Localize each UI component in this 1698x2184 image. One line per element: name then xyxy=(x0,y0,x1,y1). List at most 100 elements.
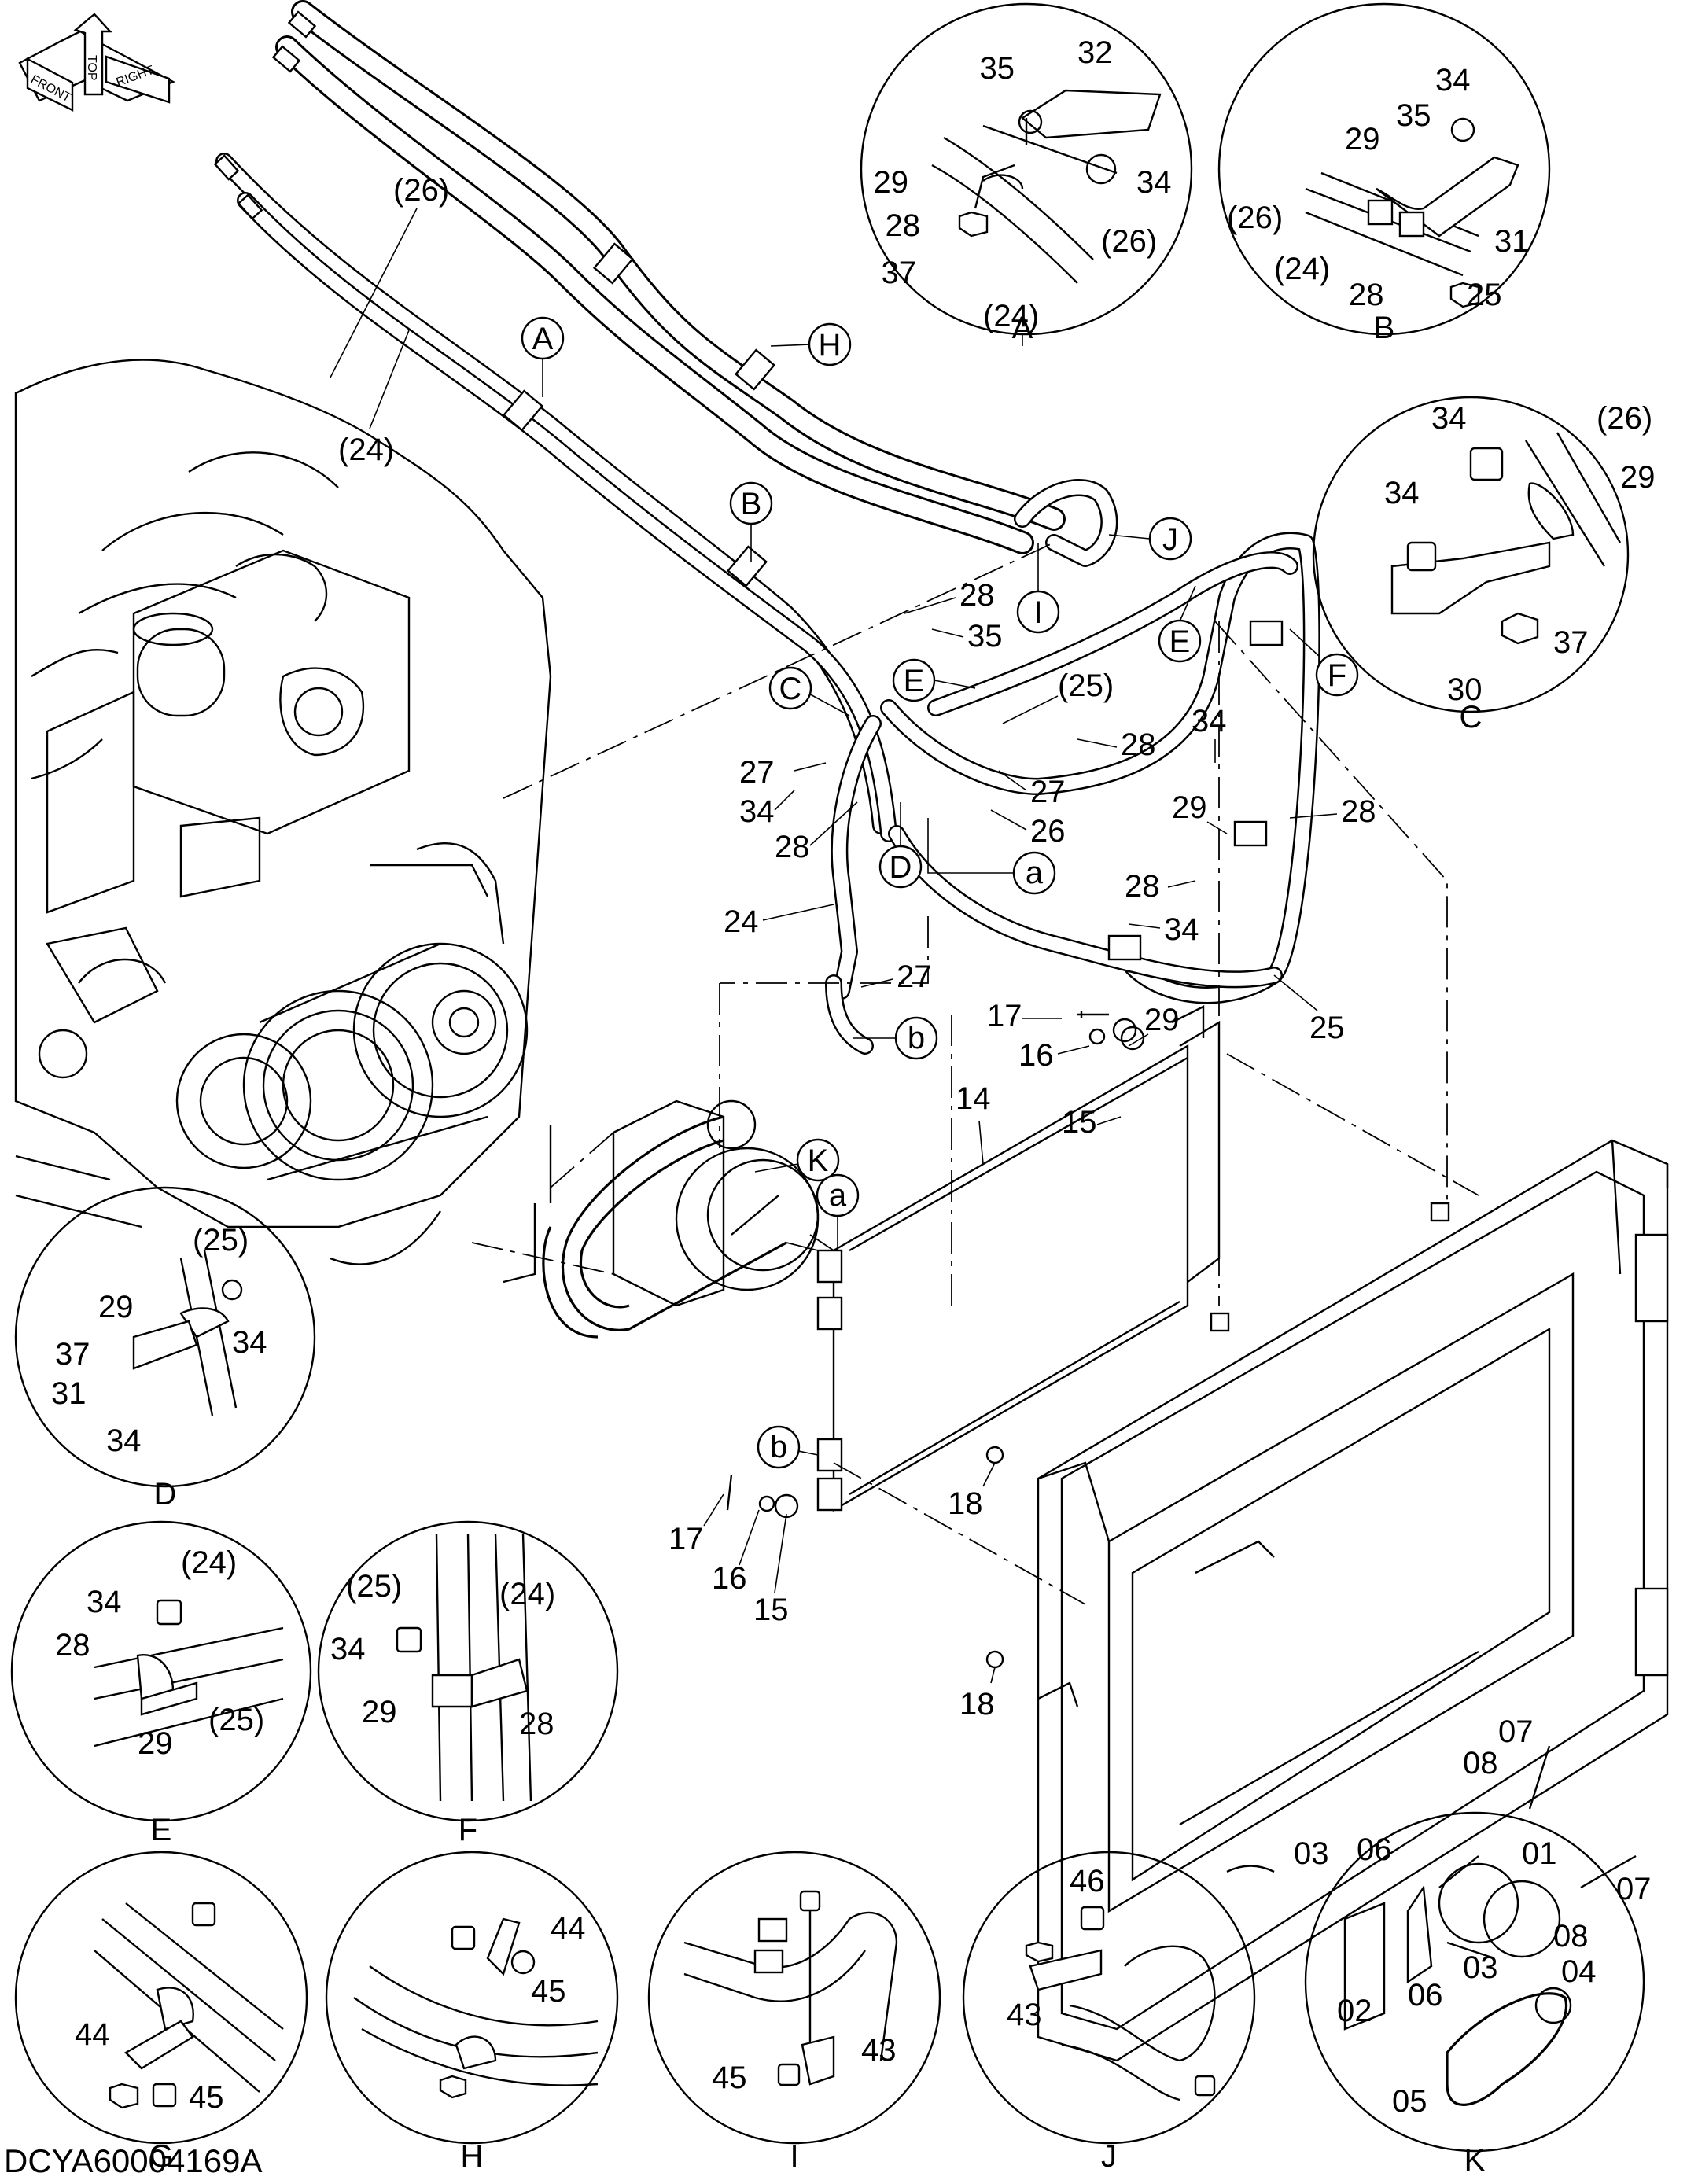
svg-text:29: 29 xyxy=(98,1290,134,1324)
svg-text:H: H xyxy=(819,328,842,363)
detail-view-letter: F xyxy=(459,1813,477,1847)
callout-A: A xyxy=(521,316,565,397)
svg-text:(25): (25) xyxy=(346,1569,402,1604)
part-label: (25) xyxy=(1058,668,1114,703)
detail-view-letter: K xyxy=(1464,2143,1486,2178)
svg-text:30: 30 xyxy=(1447,672,1483,707)
callout-D: D xyxy=(878,802,923,889)
svg-text:28: 28 xyxy=(886,208,921,243)
part-label: 28 xyxy=(1125,869,1160,904)
detail-view-I: I 45 43 xyxy=(647,1851,941,2174)
part-label: 27 xyxy=(739,755,775,790)
svg-text:43: 43 xyxy=(861,2033,897,2068)
detail-view-letter: G xyxy=(149,2139,173,2174)
svg-text:(26): (26) xyxy=(1227,201,1283,235)
main-callouts: A B C D E E F H I J K a a b b xyxy=(521,316,1359,1469)
svg-text:29: 29 xyxy=(874,165,909,200)
svg-text:08: 08 xyxy=(1463,1746,1498,1781)
svg-text:06: 06 xyxy=(1408,1978,1443,2013)
callout-a-2: a xyxy=(816,1173,860,1250)
svg-text:03: 03 xyxy=(1294,1836,1329,1871)
part-label: 27 xyxy=(897,959,932,994)
part-label: 18 xyxy=(959,1687,995,1722)
part-label: 35 xyxy=(967,619,1003,654)
part-label: 17 xyxy=(669,1522,704,1556)
svg-text:44: 44 xyxy=(75,2017,110,2052)
part-label: 29 xyxy=(1144,1003,1180,1037)
svg-text:28: 28 xyxy=(55,1628,90,1663)
frame-illustration xyxy=(1037,1139,1669,2062)
svg-text:31: 31 xyxy=(1494,224,1530,259)
svg-text:(25): (25) xyxy=(208,1703,264,1737)
detail-view-letter: D xyxy=(154,1477,177,1512)
svg-text:K: K xyxy=(808,1144,829,1178)
part-label: 25 xyxy=(1309,1011,1345,1045)
detail-view-letter: E xyxy=(151,1813,172,1847)
part-label: 17 xyxy=(987,999,1022,1033)
callout-H: H xyxy=(770,322,852,366)
svg-text:E: E xyxy=(904,664,925,698)
svg-text:03: 03 xyxy=(1463,1950,1498,1985)
svg-text:a: a xyxy=(1026,856,1044,890)
part-label: 29 xyxy=(1172,790,1207,825)
svg-text:45: 45 xyxy=(712,2061,747,2095)
svg-text:B: B xyxy=(741,487,762,521)
svg-text:08: 08 xyxy=(1553,1919,1589,1954)
svg-text:34: 34 xyxy=(1431,401,1467,436)
svg-text:b: b xyxy=(908,1021,925,1055)
part-label: (26) xyxy=(393,173,449,208)
drawing-code: DCYA60004169A xyxy=(4,2142,262,2179)
svg-text:06: 06 xyxy=(1357,1832,1392,1867)
svg-text:44: 44 xyxy=(551,1911,586,1946)
svg-text:a: a xyxy=(829,1178,847,1213)
detail-view-C: C 34 (26) 34 29 37 30 xyxy=(1312,396,1656,735)
svg-text:29: 29 xyxy=(1620,460,1656,495)
svg-text:29: 29 xyxy=(138,1726,173,1761)
compressor-illustration xyxy=(542,1099,820,1339)
svg-text:34: 34 xyxy=(232,1325,267,1360)
svg-text:A: A xyxy=(532,322,554,356)
svg-text:32: 32 xyxy=(1077,35,1113,70)
svg-text:34: 34 xyxy=(87,1585,122,1619)
callout-E-2: E xyxy=(1158,585,1202,663)
svg-text:34: 34 xyxy=(1136,165,1172,200)
svg-text:D: D xyxy=(890,850,912,885)
part-label: 16 xyxy=(712,1561,747,1596)
part-label: 15 xyxy=(753,1593,789,1627)
svg-text:37: 37 xyxy=(55,1337,90,1372)
svg-text:04: 04 xyxy=(1561,1954,1597,1989)
part-label: 14 xyxy=(956,1081,991,1116)
svg-text:(26): (26) xyxy=(1597,401,1652,436)
svg-text:34: 34 xyxy=(1384,476,1420,510)
svg-text:01: 01 xyxy=(1522,1836,1557,1871)
callout-b-2: b xyxy=(757,1425,819,1469)
orientation-top-label: TOP xyxy=(85,55,98,81)
detail-view-letter: C xyxy=(1460,700,1483,735)
part-label: 18 xyxy=(948,1486,983,1521)
svg-text:(24): (24) xyxy=(1274,252,1330,286)
part-label: 28 xyxy=(1121,727,1156,762)
callout-E-1: E xyxy=(892,658,976,702)
orientation-icon: FRONT TOP RIGHT xyxy=(18,13,175,112)
svg-text:E: E xyxy=(1169,624,1191,659)
detail-view-letter: A xyxy=(1012,311,1033,345)
part-label: 28 xyxy=(959,578,995,613)
svg-text:34: 34 xyxy=(1435,63,1471,98)
detail-view-letter: H xyxy=(461,2139,484,2174)
part-label: 24 xyxy=(724,904,759,939)
svg-text:29: 29 xyxy=(362,1695,397,1729)
svg-text:02: 02 xyxy=(1337,1994,1372,2028)
svg-text:46: 46 xyxy=(1070,1864,1105,1899)
svg-text:37: 37 xyxy=(1553,625,1589,660)
svg-text:45: 45 xyxy=(531,1974,566,2009)
detail-view-H: H 44 45 xyxy=(325,1851,619,2174)
engine-illustration xyxy=(14,359,552,1284)
svg-text:(26): (26) xyxy=(1101,224,1157,259)
condenser-illustration xyxy=(816,1005,1221,1512)
main-part-labels: (26) (24) 28 35 (25) 28 34 27 27 34 28 2… xyxy=(330,173,1376,1722)
part-label: 28 xyxy=(1341,794,1376,829)
part-label: (24) xyxy=(338,433,394,467)
hose-assemblies xyxy=(213,0,1320,1055)
callout-B: B xyxy=(729,481,773,562)
